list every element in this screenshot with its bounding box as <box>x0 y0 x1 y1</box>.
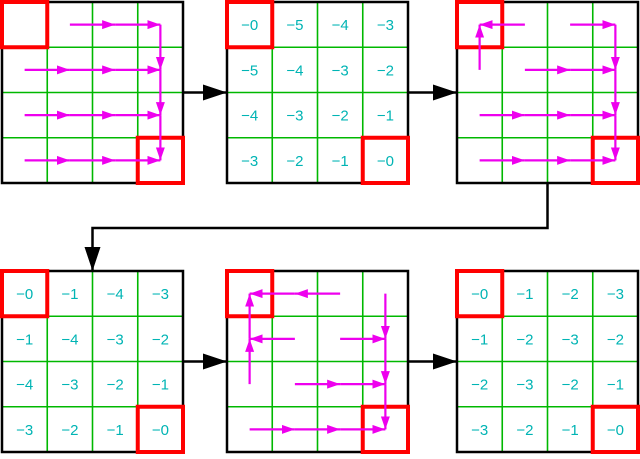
terminal-cell <box>0 269 50 319</box>
terminal-cell <box>225 0 275 50</box>
cell-value-r2c1: −3 <box>516 377 533 394</box>
cell-value-r3c2: −1 <box>332 153 349 170</box>
cell-value-r3c0: −3 <box>16 422 33 439</box>
cell-value-r2c1: −3 <box>61 377 78 394</box>
terminal-cell <box>0 0 50 50</box>
cell-value-r0c0: −0 <box>471 286 488 303</box>
cell-value-r1c2: −3 <box>562 331 579 348</box>
value-grid-1: −0 −5 −4 −3 −5 −4 −3 −2 −4 −3 −2 −1 −3 −2 −1 −0 <box>225 0 410 185</box>
cell-value-r3c2: −1 <box>562 422 579 439</box>
cell-value-r1c0: −1 <box>471 331 488 348</box>
cell-value-r0c1: −5 <box>286 17 303 34</box>
cell-value-r1c0: −5 <box>241 62 258 79</box>
cell-value-r1c2: −3 <box>107 331 124 348</box>
grid-border <box>455 269 640 454</box>
cell-value-r3c0: −3 <box>241 153 258 170</box>
cell-value-r1c3: −2 <box>152 331 169 348</box>
cell-value-r3c0: −3 <box>471 422 488 439</box>
cell-value-r3c1: −2 <box>286 153 303 170</box>
cell-value-r2c2: −2 <box>332 108 349 125</box>
policy-grid-1 <box>0 0 185 185</box>
value-grid-2: −0 −1 −4 −3 −1 −4 −3 −2 −4 −3 −2 −1 −3 −2 −1 −0 <box>0 269 185 454</box>
cell-value-r0c1: −1 <box>516 286 533 303</box>
cell-value-r3c1: −2 <box>516 422 533 439</box>
cell-value-r0c1: −1 <box>61 286 78 303</box>
cell-value-r2c0: −2 <box>471 377 488 394</box>
cell-value-r0c0: −0 <box>16 286 33 303</box>
cell-value-r0c3: −3 <box>152 286 169 303</box>
cell-value-r3c3: −0 <box>607 422 624 439</box>
cell-value-r3c3: −0 <box>152 422 169 439</box>
grid-border <box>455 0 640 185</box>
cell-value-r2c3: −1 <box>152 377 169 394</box>
cell-value-r2c0: −4 <box>16 377 33 394</box>
arrow-policy2-to-value2 <box>84 183 549 271</box>
cell-value-r0c3: −3 <box>607 286 624 303</box>
grid-border <box>225 269 410 454</box>
cell-value-r2c3: −1 <box>377 108 394 125</box>
policy-grid-2 <box>455 0 640 185</box>
cell-value-r3c1: −2 <box>61 422 78 439</box>
cell-value-r0c3: −3 <box>377 17 394 34</box>
cell-value-r0c0: −0 <box>241 17 258 34</box>
cell-value-r1c2: −3 <box>332 62 349 79</box>
cell-value-r3c3: −0 <box>377 153 394 170</box>
cell-value-r3c2: −1 <box>107 422 124 439</box>
cell-value-r0c2: −4 <box>107 286 124 303</box>
cell-value-r1c1: −4 <box>286 62 303 79</box>
cell-value-r2c2: −2 <box>562 377 579 394</box>
grid-border <box>0 269 185 454</box>
cell-value-r2c2: −2 <box>107 377 124 394</box>
grid-border <box>225 0 410 185</box>
cell-value-r0c2: −4 <box>332 17 349 34</box>
cell-value-r1c3: −2 <box>607 331 624 348</box>
terminal-cell <box>455 269 505 319</box>
cell-value-r2c3: −1 <box>607 377 624 394</box>
cell-value-r1c1: −4 <box>61 331 78 348</box>
terminal-cell <box>590 404 640 454</box>
cell-value-r2c1: −3 <box>286 108 303 125</box>
cell-value-r1c3: −2 <box>377 62 394 79</box>
cell-value-r2c0: −4 <box>241 108 258 125</box>
value-grid-3: −0 −1 −2 −3 −1 −2 −3 −2 −2 −3 −2 −1 −3 −2 −1 −0 <box>455 269 640 454</box>
cell-value-r1c0: −1 <box>16 331 33 348</box>
cell-value-r0c2: −2 <box>562 286 579 303</box>
terminal-cell <box>135 404 185 454</box>
policy-grid-3 <box>225 269 410 454</box>
cell-value-r1c1: −2 <box>516 331 533 348</box>
terminal-cell <box>360 135 410 185</box>
grid-border <box>0 0 185 185</box>
connectors-layer <box>84 84 549 370</box>
